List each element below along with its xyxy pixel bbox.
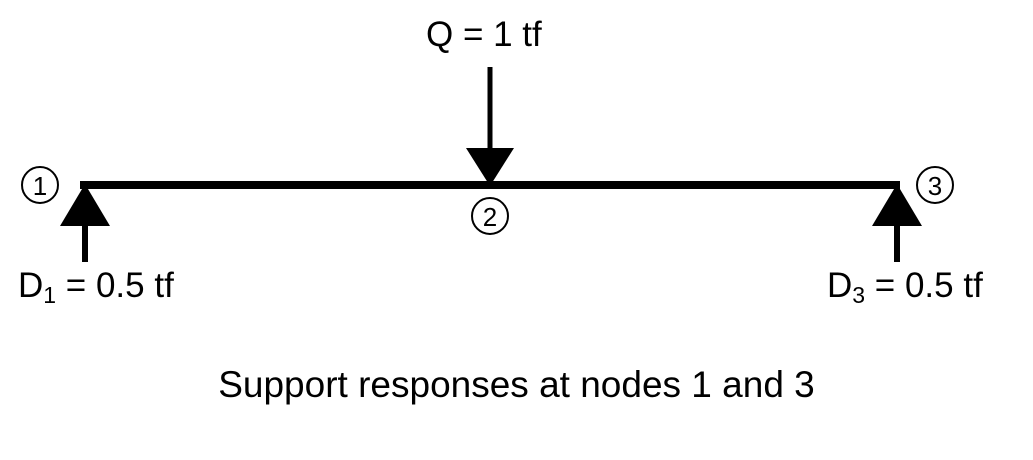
- node-label-2: 2: [483, 202, 497, 232]
- reaction-subscript-1: 1: [43, 282, 57, 308]
- support-reaction-arrow-1: [60, 184, 110, 262]
- support-reaction-head-1: [60, 184, 110, 226]
- node-label-3: 3: [928, 171, 942, 201]
- node-marker-2: 2: [471, 197, 509, 235]
- reaction-label-3: D3 = 0.5 tf: [827, 266, 983, 307]
- support-reaction-head-3: [872, 184, 922, 226]
- load-arrow-q: [466, 67, 514, 186]
- reaction-unit-text-1: tf: [154, 266, 174, 305]
- node-circle-3: [916, 166, 954, 204]
- node-marker-1: 1: [21, 166, 59, 204]
- reaction-unit-text-3: tf: [963, 266, 983, 305]
- reaction-label-1: D1 = 0.5 tf: [18, 266, 174, 307]
- reaction-unit-1: [145, 266, 155, 305]
- node-circle-2: [471, 197, 509, 235]
- reaction-unit-3: [954, 266, 964, 305]
- reaction-equals-1: =: [56, 266, 96, 305]
- reaction-symbol-3: D: [827, 266, 853, 305]
- reaction-subscript-3: 3: [852, 282, 866, 308]
- node-circle-1: [21, 166, 59, 204]
- load-arrow-head: [466, 148, 514, 186]
- support-reaction-arrow-3: [872, 184, 922, 262]
- reaction-value-1: 0.5: [95, 266, 145, 305]
- load-label: Q = 1 tf: [426, 15, 542, 54]
- reaction-symbol-1: D: [18, 266, 44, 305]
- reaction-value-3: 0.5: [904, 266, 954, 305]
- node-marker-3: 3: [916, 166, 954, 204]
- figure-caption: Support responses at nodes 1 and 3: [218, 364, 815, 405]
- node-label-1: 1: [33, 171, 47, 201]
- reaction-equals-3: =: [865, 266, 905, 305]
